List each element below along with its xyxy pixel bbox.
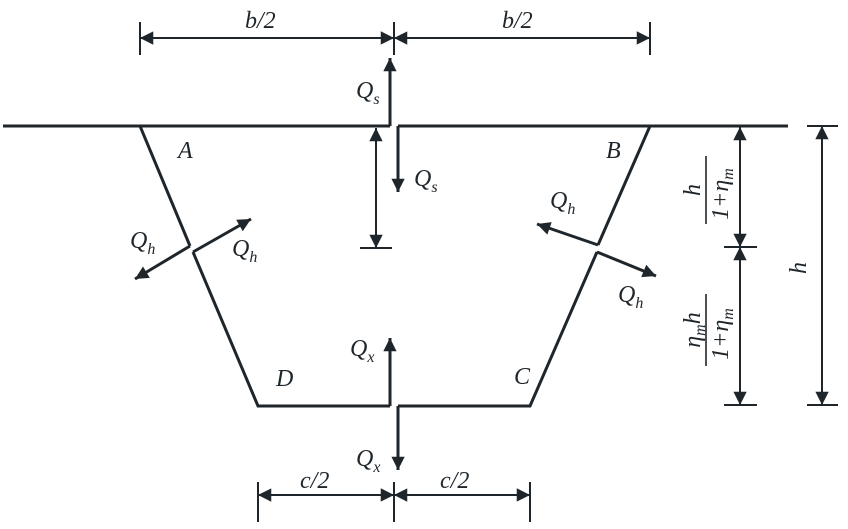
qh-right-in-arrow [536,222,599,247]
corner-b-label: B [606,138,621,164]
upper-height-fraction: h 1+ηm [680,156,737,224]
corner-d-label: D [275,366,293,392]
qs-up-label: Qs [356,78,380,108]
b-half-left-label: b/2 [245,8,276,34]
svg-text:1+ηm: 1+ηm [708,308,737,360]
corner-c-label: C [514,364,531,390]
trapezoid-outline [138,125,652,408]
corner-a-label: A [176,138,193,164]
lower-height-fraction: ηmh 1+ηm [680,294,737,366]
force-arrows [134,57,657,471]
qs-down-label: Qs [414,166,438,196]
qx-up-label: Qx [350,336,374,366]
labels: A B C D Qs Qs Qh Qh Qh Qh Qx Qx b/2 b/2 … [130,8,812,494]
qh-left-out-label: Qh [130,228,155,258]
qh-left-in-label: Qh [232,236,257,266]
svg-text:h: h [680,184,706,196]
total-height-label: h [786,262,812,274]
svg-text:ηmh: ηmh [680,312,709,347]
dimension-lines [139,22,838,522]
c-half-left-label: c/2 [300,468,329,494]
c-half-right-label: c/2 [440,468,469,494]
b-half-right-label: b/2 [502,8,533,34]
svg-text:1+ηm: 1+ηm [708,168,737,220]
qh-left-in-arrow [192,217,252,254]
qh-right-out-label: Qh [618,282,643,312]
qh-right-out-arrow [596,250,657,278]
qx-down-label: Qx [356,446,380,476]
qh-left-out-arrow [134,244,191,281]
qh-right-in-label: Qh [550,188,575,218]
